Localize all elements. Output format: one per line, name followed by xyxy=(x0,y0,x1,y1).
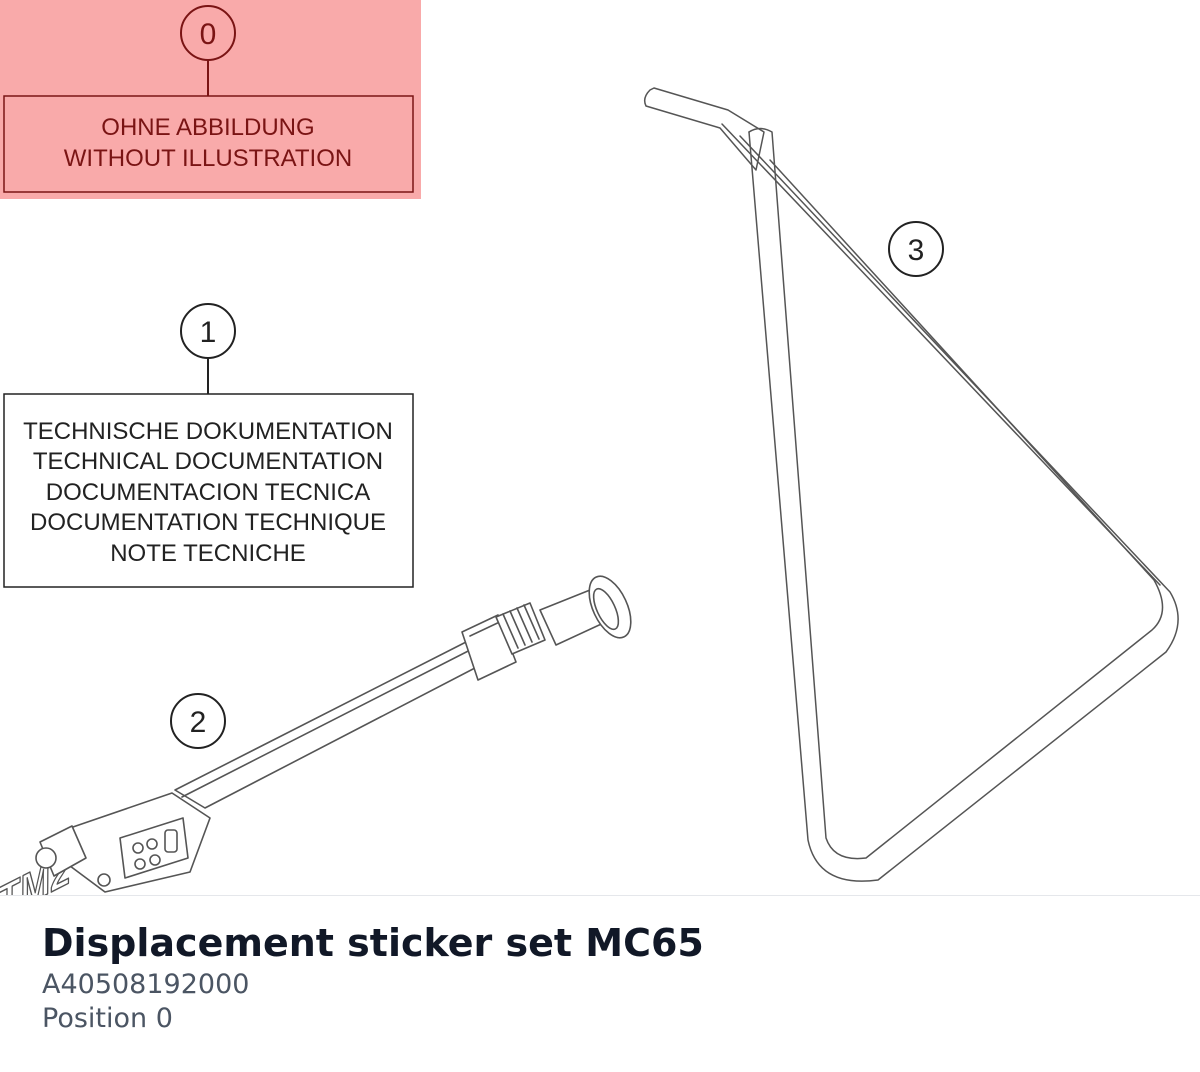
divider xyxy=(0,895,1200,896)
switch-screw-icon xyxy=(97,873,111,887)
callout-3-number: 3 xyxy=(908,234,925,267)
callout-0-number: 0 xyxy=(200,18,217,51)
handlebar-tube-shade xyxy=(181,644,481,798)
callout-0-box xyxy=(3,95,414,193)
stand-top-bar xyxy=(643,87,765,171)
callout-1-line: DOCUMENTACION TECNICA xyxy=(46,479,370,506)
part-caption: Displacement sticker set MC65 A405081920… xyxy=(42,918,704,1036)
switch-button-icon xyxy=(146,838,158,850)
exploded-parts-diagram: 0 OHNE ABBILDUNG WITHOUT ILLUSTRATION 1 … xyxy=(0,0,1179,895)
callout-1-box xyxy=(3,393,414,588)
switch-button-icon xyxy=(149,854,161,866)
part-number: A40508192000 xyxy=(42,969,250,1000)
switch-panel xyxy=(119,817,189,879)
switch-button-icon xyxy=(132,842,144,854)
handlebar-end-cap-inner xyxy=(592,587,620,631)
callout-1-number: 1 xyxy=(200,316,217,349)
callout-1-line: TECHNICAL DOCUMENTATION xyxy=(33,448,383,475)
callout-1-line: TECHNISCHE DOKUMENTATION xyxy=(23,418,393,445)
switch-housing xyxy=(61,792,211,893)
callout-3[interactable]: 3 xyxy=(888,221,944,277)
callout-1-line: DOCUMENTATION TECHNIQUE xyxy=(30,509,386,536)
stand-leg-inner xyxy=(739,131,1179,882)
callout-0[interactable]: 0 OHNE ABBILDUNG WITHOUT ILLUSTRATION xyxy=(0,0,421,199)
part-3-side-stand[interactable] xyxy=(643,87,1179,882)
callout-2-bubble xyxy=(170,693,226,749)
handlebar-thread-lines xyxy=(502,604,540,649)
handlebar-end-cap xyxy=(588,575,632,639)
cable-connector-end xyxy=(35,847,57,869)
stand-leg xyxy=(748,127,1164,860)
handlebar-thread xyxy=(495,602,546,655)
callout-0-line: OHNE ABBILDUNG xyxy=(101,114,314,141)
callout-1[interactable]: 1 TECHNISCHE DOKUMENTATION TECHNICAL DOC… xyxy=(3,303,414,588)
switch-button-icon xyxy=(134,858,146,870)
part-title: Displacement sticker set MC65 xyxy=(42,921,704,965)
callout-0-highlight xyxy=(0,0,421,199)
switch-rocker xyxy=(164,829,178,853)
part-2-handlebar[interactable]: TM2 xyxy=(0,570,639,895)
part-position: Position 0 xyxy=(42,1003,173,1034)
callout-3-bubble xyxy=(888,221,944,277)
callout-0-line: WITHOUT ILLUSTRATION xyxy=(64,145,352,172)
callout-1-line: NOTE TECNICHE xyxy=(110,540,306,567)
callout-2[interactable]: 2 xyxy=(170,693,226,749)
stand-brace xyxy=(721,123,1161,586)
callout-2-number: 2 xyxy=(190,706,207,739)
